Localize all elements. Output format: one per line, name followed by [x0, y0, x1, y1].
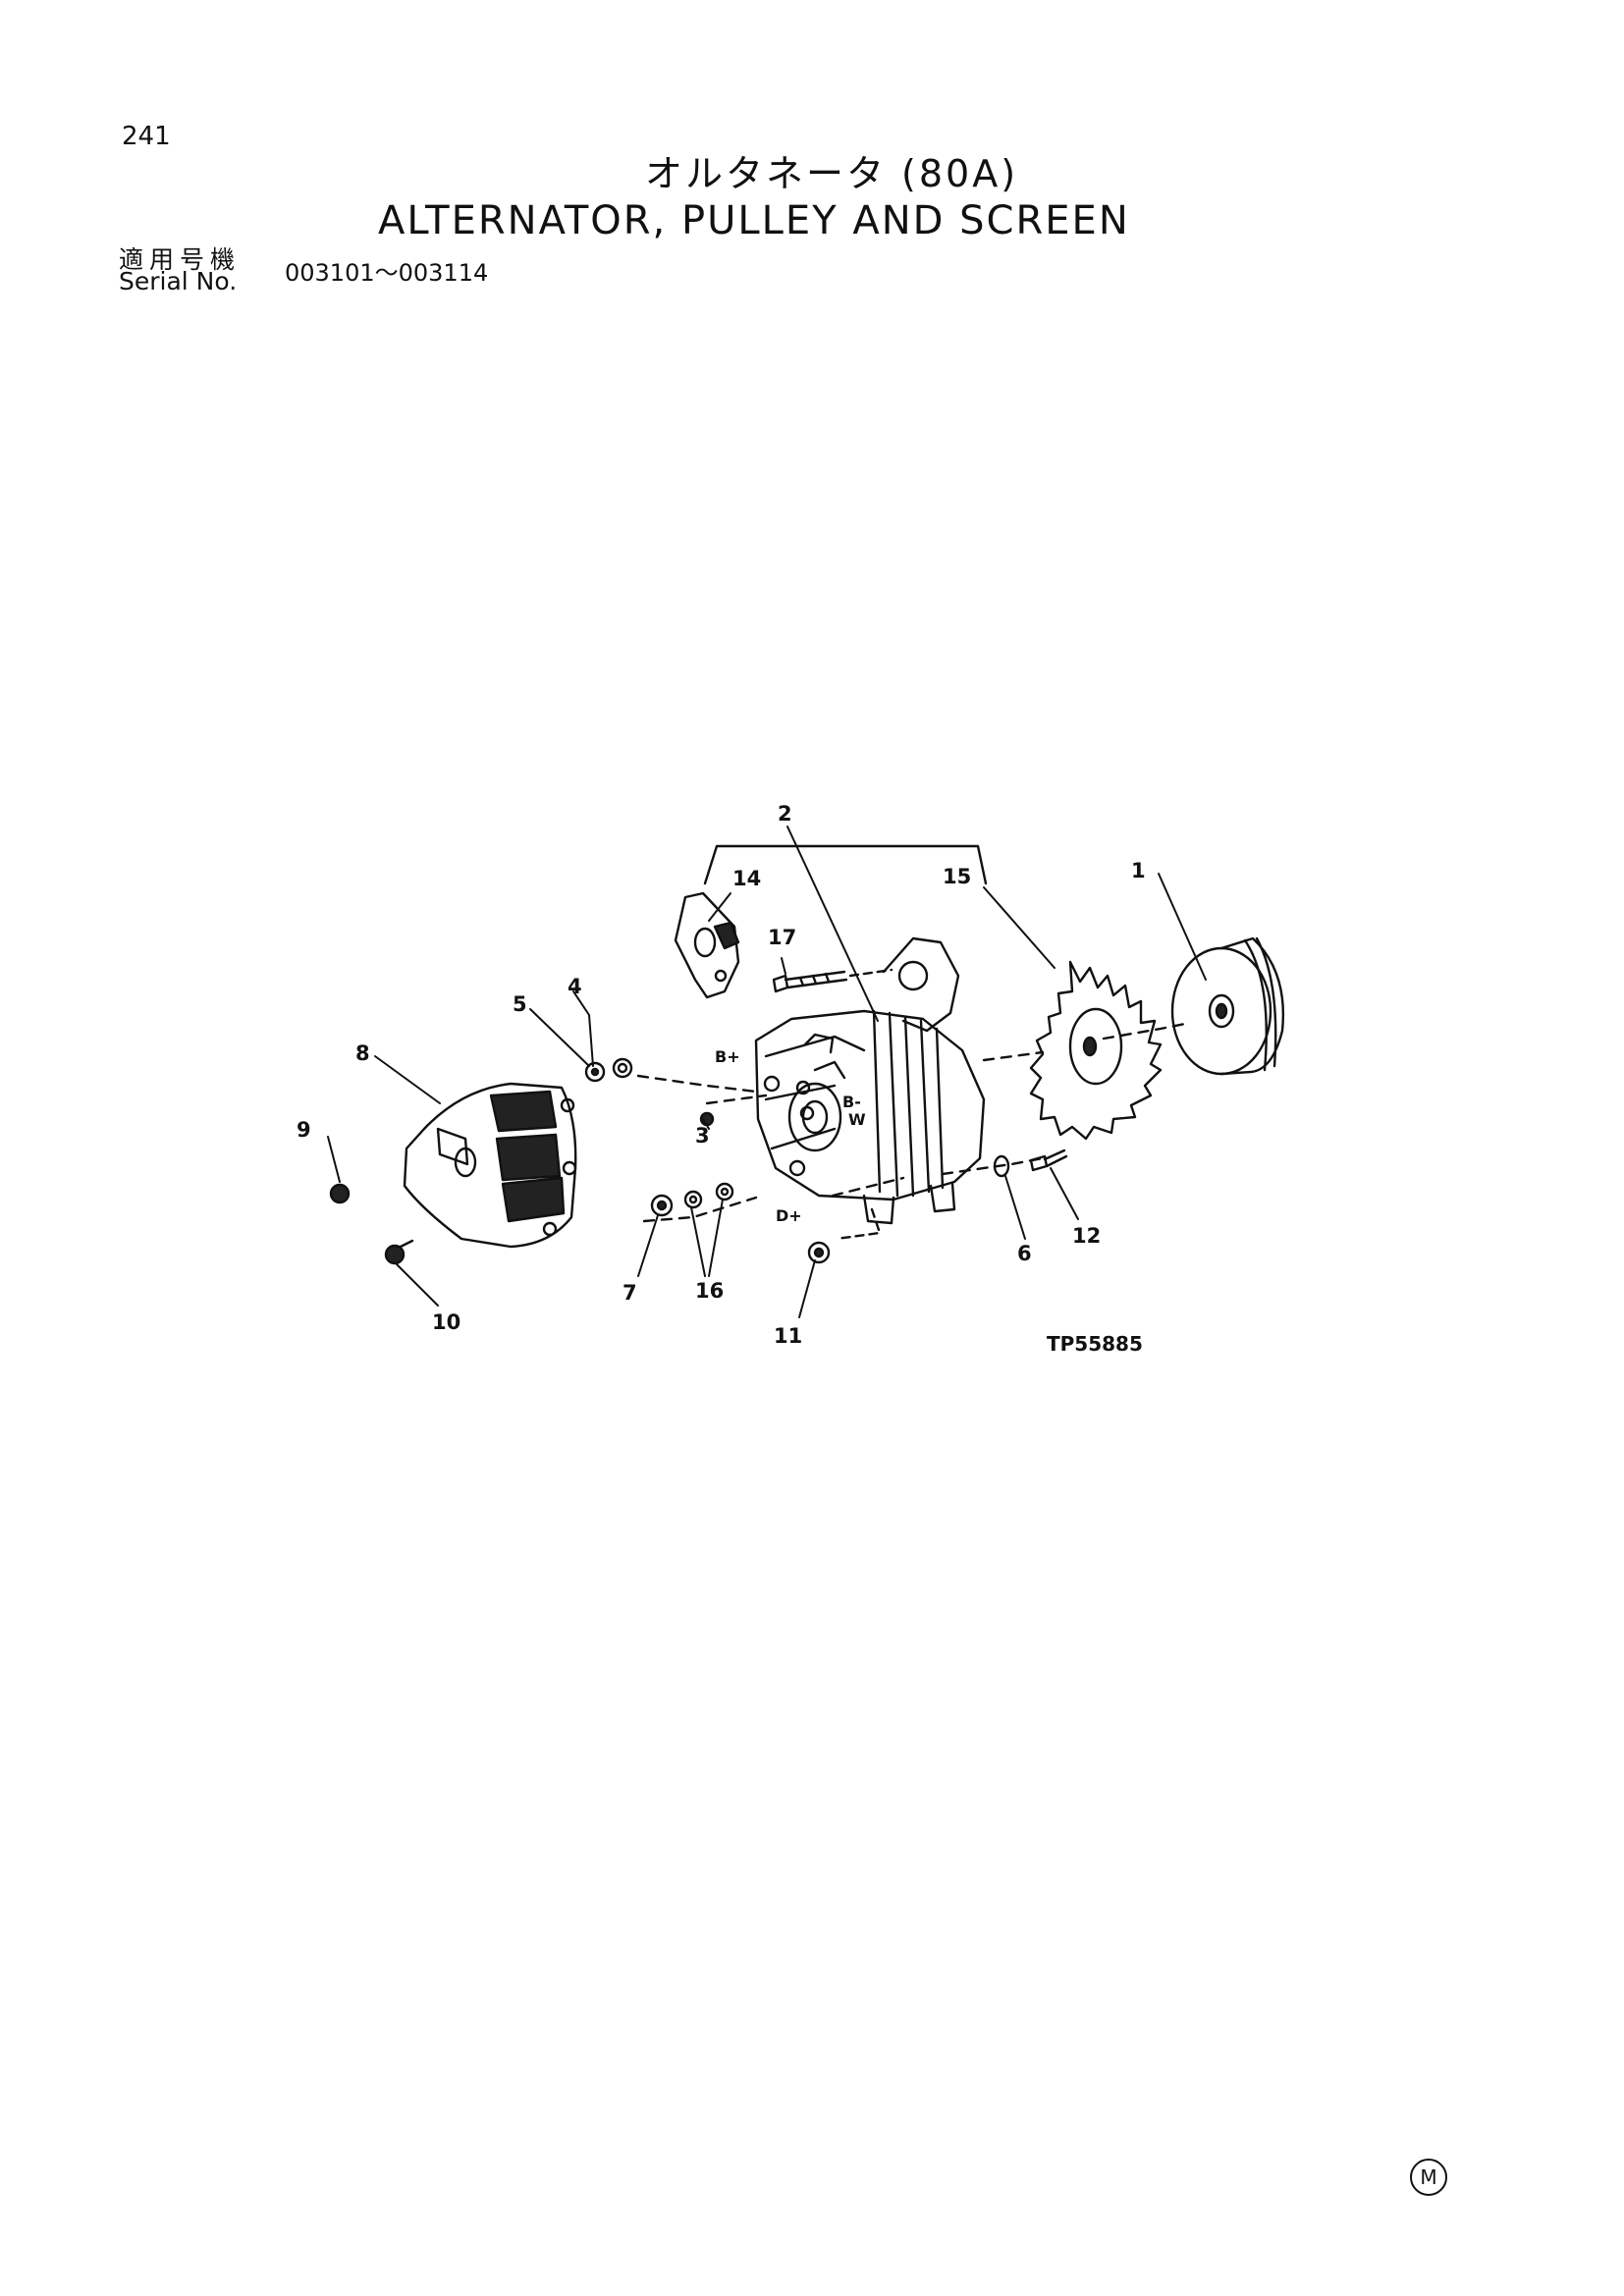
callout-9: 9	[297, 1118, 311, 1142]
title-japanese: オルタネータ (80A)	[644, 152, 1019, 195]
callout-2: 2	[778, 802, 792, 826]
callout-17: 17	[768, 926, 796, 949]
bolt-17	[772, 970, 848, 993]
callout-3: 3	[695, 1124, 710, 1148]
page-number: 241	[122, 122, 171, 151]
rear-cover-8	[403, 1082, 577, 1249]
leader-lines	[327, 826, 1207, 1318]
callout-12: 12	[1072, 1224, 1101, 1248]
callout-15: 15	[943, 865, 971, 888]
assembly-bracket	[703, 844, 988, 885]
serial-label-english: Serial No.	[119, 267, 238, 295]
figure-reference: TP55885	[1047, 1332, 1143, 1356]
fasteners	[329, 1057, 1068, 1265]
callout-1: 1	[1131, 859, 1146, 882]
callout-16: 16	[695, 1279, 724, 1303]
callout-10: 10	[432, 1310, 460, 1334]
terminal-d-plus: D+	[776, 1206, 802, 1225]
terminal-w: W	[848, 1110, 866, 1129]
terminal-b-minus: B-	[842, 1093, 861, 1111]
callout-11: 11	[774, 1324, 802, 1348]
callout-6: 6	[1017, 1242, 1032, 1265]
terminal-b-plus: B+	[715, 1047, 740, 1066]
callout-14: 14	[732, 867, 761, 890]
callout-4: 4	[568, 975, 582, 998]
corner-mark: M	[1410, 2159, 1447, 2196]
screen-15	[1029, 960, 1163, 1141]
callout-8: 8	[355, 1041, 370, 1065]
title-english: ALTERNATOR, PULLEY AND SCREEN	[378, 198, 1130, 243]
serial-label-japanese: 適用号機	[119, 245, 242, 274]
pulley-1	[1170, 936, 1284, 1076]
serial-range: 003101～003114	[285, 259, 489, 287]
mounting-plate	[674, 891, 740, 999]
callout-7: 7	[623, 1281, 637, 1305]
alternator-body	[754, 936, 986, 1225]
callout-5: 5	[513, 992, 527, 1016]
